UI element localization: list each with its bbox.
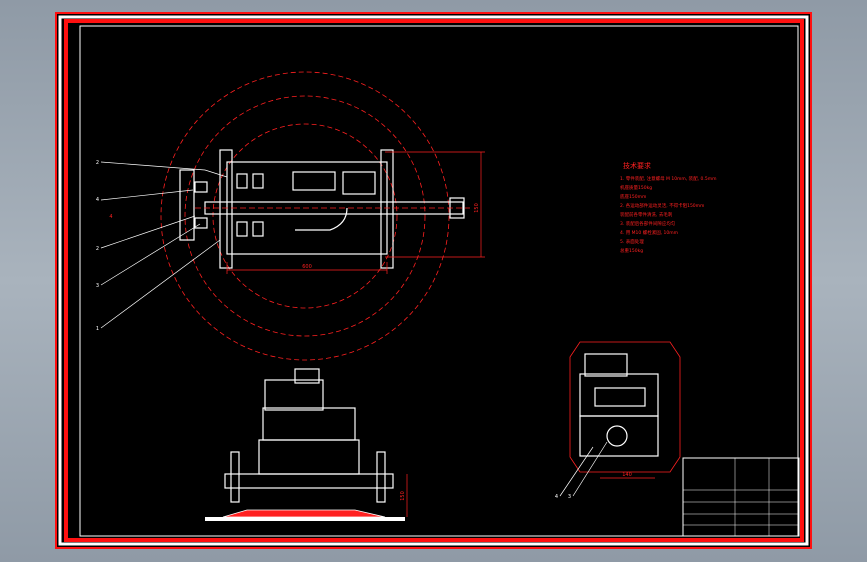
plan-left-block: [179, 169, 195, 241]
detail-top-block: [584, 353, 628, 377]
plan-slot-3: [236, 221, 248, 237]
balloon-4: 2: [96, 246, 99, 252]
tech-req-line: 机座质量150kg: [620, 184, 652, 191]
detail-lower-body: [579, 415, 659, 457]
front-left-post: [230, 451, 240, 503]
detail-view[interactable]: 4 3 140: [555, 341, 681, 500]
tech-req-line: 总重150kg: [620, 247, 643, 254]
tech-req-line: 底座150mm: [620, 193, 646, 200]
balloon-1: 2: [96, 160, 99, 166]
plan-slot-5: [292, 171, 336, 191]
front-middle-block: [262, 407, 356, 441]
tech-req-line: 3. 装配后各部件间隙应均匀: [620, 220, 676, 227]
tech-req-line: 2. 各运动部件运动灵活, 不得卡阻150mm: [620, 202, 704, 209]
plan-height-dim: 150: [474, 203, 480, 213]
tech-requirements: 技术要求 1. 零件装配, 注意螺母 M 10mm, 装配, 0.5mm 机座质…: [620, 161, 716, 254]
drawing-canvas: 600 150 2 4 4 2 3 1 技术要求: [55, 12, 812, 549]
tech-req-line: 4. 用 M10 螺栓紧固, 10mm: [620, 229, 678, 236]
tech-req-heading: 技术要求: [623, 161, 651, 170]
front-top-cap: [294, 368, 320, 384]
drawing-frame-inner: [79, 25, 799, 537]
plan-view[interactable]: 600 150 2 4 4 2 3 1: [96, 71, 485, 361]
detail-pivot: [606, 425, 628, 447]
detail-width-dim: 140: [622, 472, 632, 478]
detail-upper-body: [579, 373, 659, 417]
front-base-bar: [205, 517, 405, 521]
range-circle-inner: [212, 123, 398, 309]
detail-window: [594, 387, 646, 407]
range-circle-outer: [160, 71, 450, 361]
drawing-sheet: 600 150 2 4 4 2 3 1 技术要求: [55, 12, 812, 549]
plan-slot-1: [236, 173, 248, 189]
tech-req-line: 1. 零件装配, 注意螺母 M 10mm, 装配, 0.5mm: [620, 175, 716, 182]
tech-req-line: 5. 表面处理: [620, 238, 644, 245]
front-view[interactable]: 150: [205, 368, 408, 521]
sheet-border-white: [58, 15, 809, 546]
balloon-2: 4: [96, 197, 99, 203]
front-right-post: [376, 451, 386, 503]
balloon-3: 4: [109, 214, 112, 220]
plan-slot-4: [252, 221, 264, 237]
detail-balloon-1: 4: [555, 494, 558, 500]
balloon-5: 3: [96, 283, 99, 289]
tech-req-line: 装配前各零件清洗, 去毛刺: [620, 211, 673, 218]
front-height-dim: 150: [400, 491, 406, 501]
plan-left-stud-1: [194, 181, 208, 193]
plan-window: [342, 171, 376, 195]
plan-length-dim: 600: [302, 264, 312, 270]
title-block[interactable]: [682, 457, 800, 537]
plan-left-stud-2: [194, 217, 208, 229]
drawing-frame: [64, 19, 804, 542]
plan-left-flange: [219, 149, 233, 269]
sheet-border-outer: [55, 12, 812, 549]
front-lower-body: [258, 439, 360, 475]
front-base-beam: [224, 473, 394, 489]
title-block-frame: [682, 457, 800, 537]
detail-outline: [569, 341, 681, 473]
front-upper-block: [264, 379, 324, 411]
detail-balloon-2: 3: [568, 494, 571, 500]
range-circle-mid: [184, 95, 426, 337]
plan-slot-2: [252, 173, 264, 189]
balloon-6: 1: [96, 326, 99, 332]
front-base-plate: [222, 509, 386, 518]
plan-arm-curve: [295, 207, 348, 231]
